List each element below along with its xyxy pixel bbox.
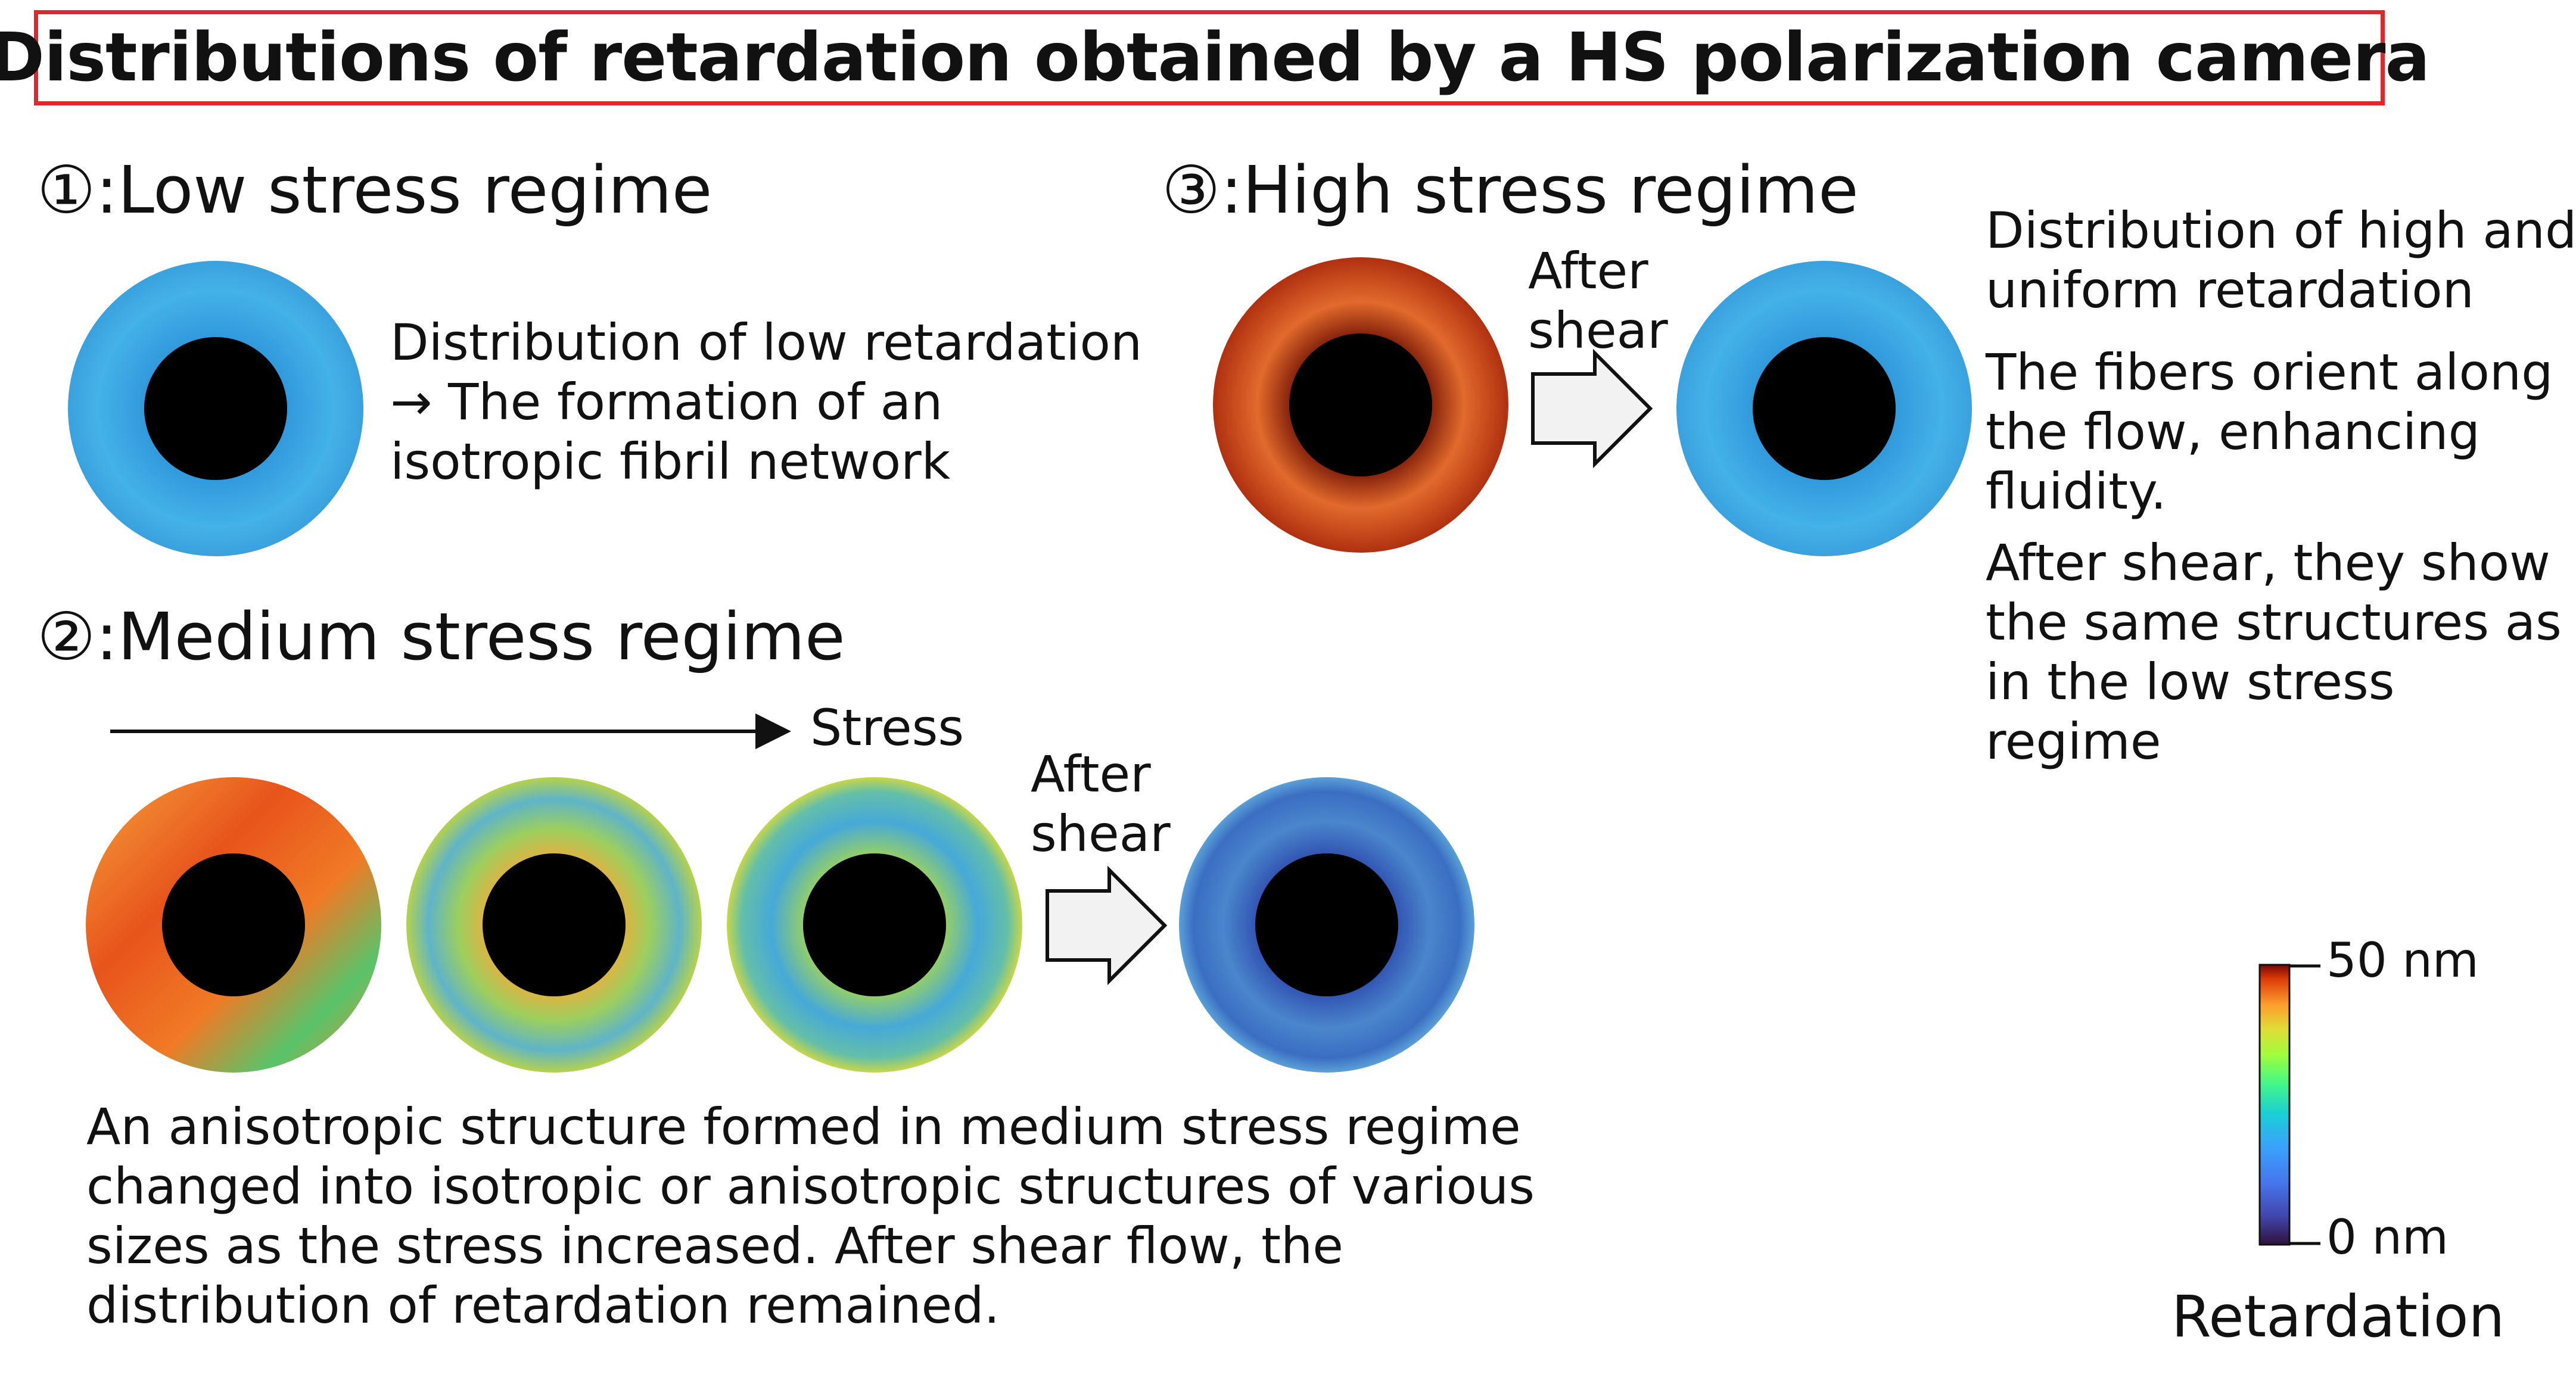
medium-stress-disc-2 [406,777,702,1073]
high-p3-line-1: After shear, they show [1986,534,2550,592]
med-desc-line-1: An anisotropic structure formed in mediu… [86,1098,1521,1156]
low-desc-line-2: → The formation of an [390,373,943,431]
high-paragraph-2: The fibers orient along the flow, enhanc… [1986,342,2553,521]
med-desc-line-2: changed into isotropic or anisotropic st… [86,1157,1535,1215]
high-paragraph-3: After shear, they show the same structur… [1986,533,2562,771]
high-p1-line-1: Distribution of high and [1986,201,2576,260]
high-stress-disc-after [1676,261,1972,556]
colorbar-min-label: 0 nm [2326,1210,2449,1265]
high-paragraph-1: Distribution of high and uniform retarda… [1986,201,2576,320]
colorbar-max-label: 50 nm [2326,933,2479,988]
high-p3-line-4: regime [1986,712,2161,771]
high-p2-line-2: the flow, enhancing [1986,403,2480,461]
low-stress-description: Distribution of low retardation → The fo… [390,313,1142,491]
high-after-shear-arrow [1531,348,1653,469]
medium-shear-label: shear [1031,805,1171,863]
low-desc-line-3: isotropic fibril network [390,432,951,491]
high-p2-line-1: The fibers orient along [1986,343,2553,401]
medium-after-shear-arrow [1046,865,1168,986]
medium-after-shear-label: After shear [1031,744,1171,864]
medium-after-label: After [1031,745,1151,803]
med-desc-line-4: distribution of retardation remained. [86,1276,1000,1335]
colorbar-title: Retardation [2171,1283,2505,1350]
high-stress-heading: ③:High stress regime [1162,152,1859,228]
medium-stress-description: An anisotropic structure formed in mediu… [86,1097,1535,1335]
stress-label: Stress [810,699,965,757]
high-after-label: After [1528,242,1648,300]
medium-stress-disc-1 [86,777,381,1073]
low-desc-line-1: Distribution of low retardation [390,313,1143,372]
low-stress-heading: ①:Low stress regime [37,152,713,228]
high-stress-disc-before [1213,257,1508,553]
high-p3-line-3: in the low stress [1986,653,2395,711]
high-p2-line-3: fluidity. [1986,462,2167,520]
title-box: Distributions of retardation obtained by… [0,10,2430,105]
retardation-colorbar [2258,964,2320,1246]
medium-stress-heading: ②:Medium stress regime [37,599,845,675]
high-shear-label: shear [1528,301,1668,360]
high-p1-line-2: uniform retardation [1986,261,2474,319]
page-title: Distributions of retardation obtained by… [0,19,2430,96]
high-after-shear-label: After shear [1528,241,1668,360]
med-desc-line-3: sizes as the stress increased. After she… [86,1217,1343,1275]
high-p3-line-2: the same structures as [1986,593,2562,652]
low-stress-disc [68,261,363,556]
medium-stress-disc-after [1179,777,1474,1073]
medium-stress-disc-3 [727,777,1022,1073]
